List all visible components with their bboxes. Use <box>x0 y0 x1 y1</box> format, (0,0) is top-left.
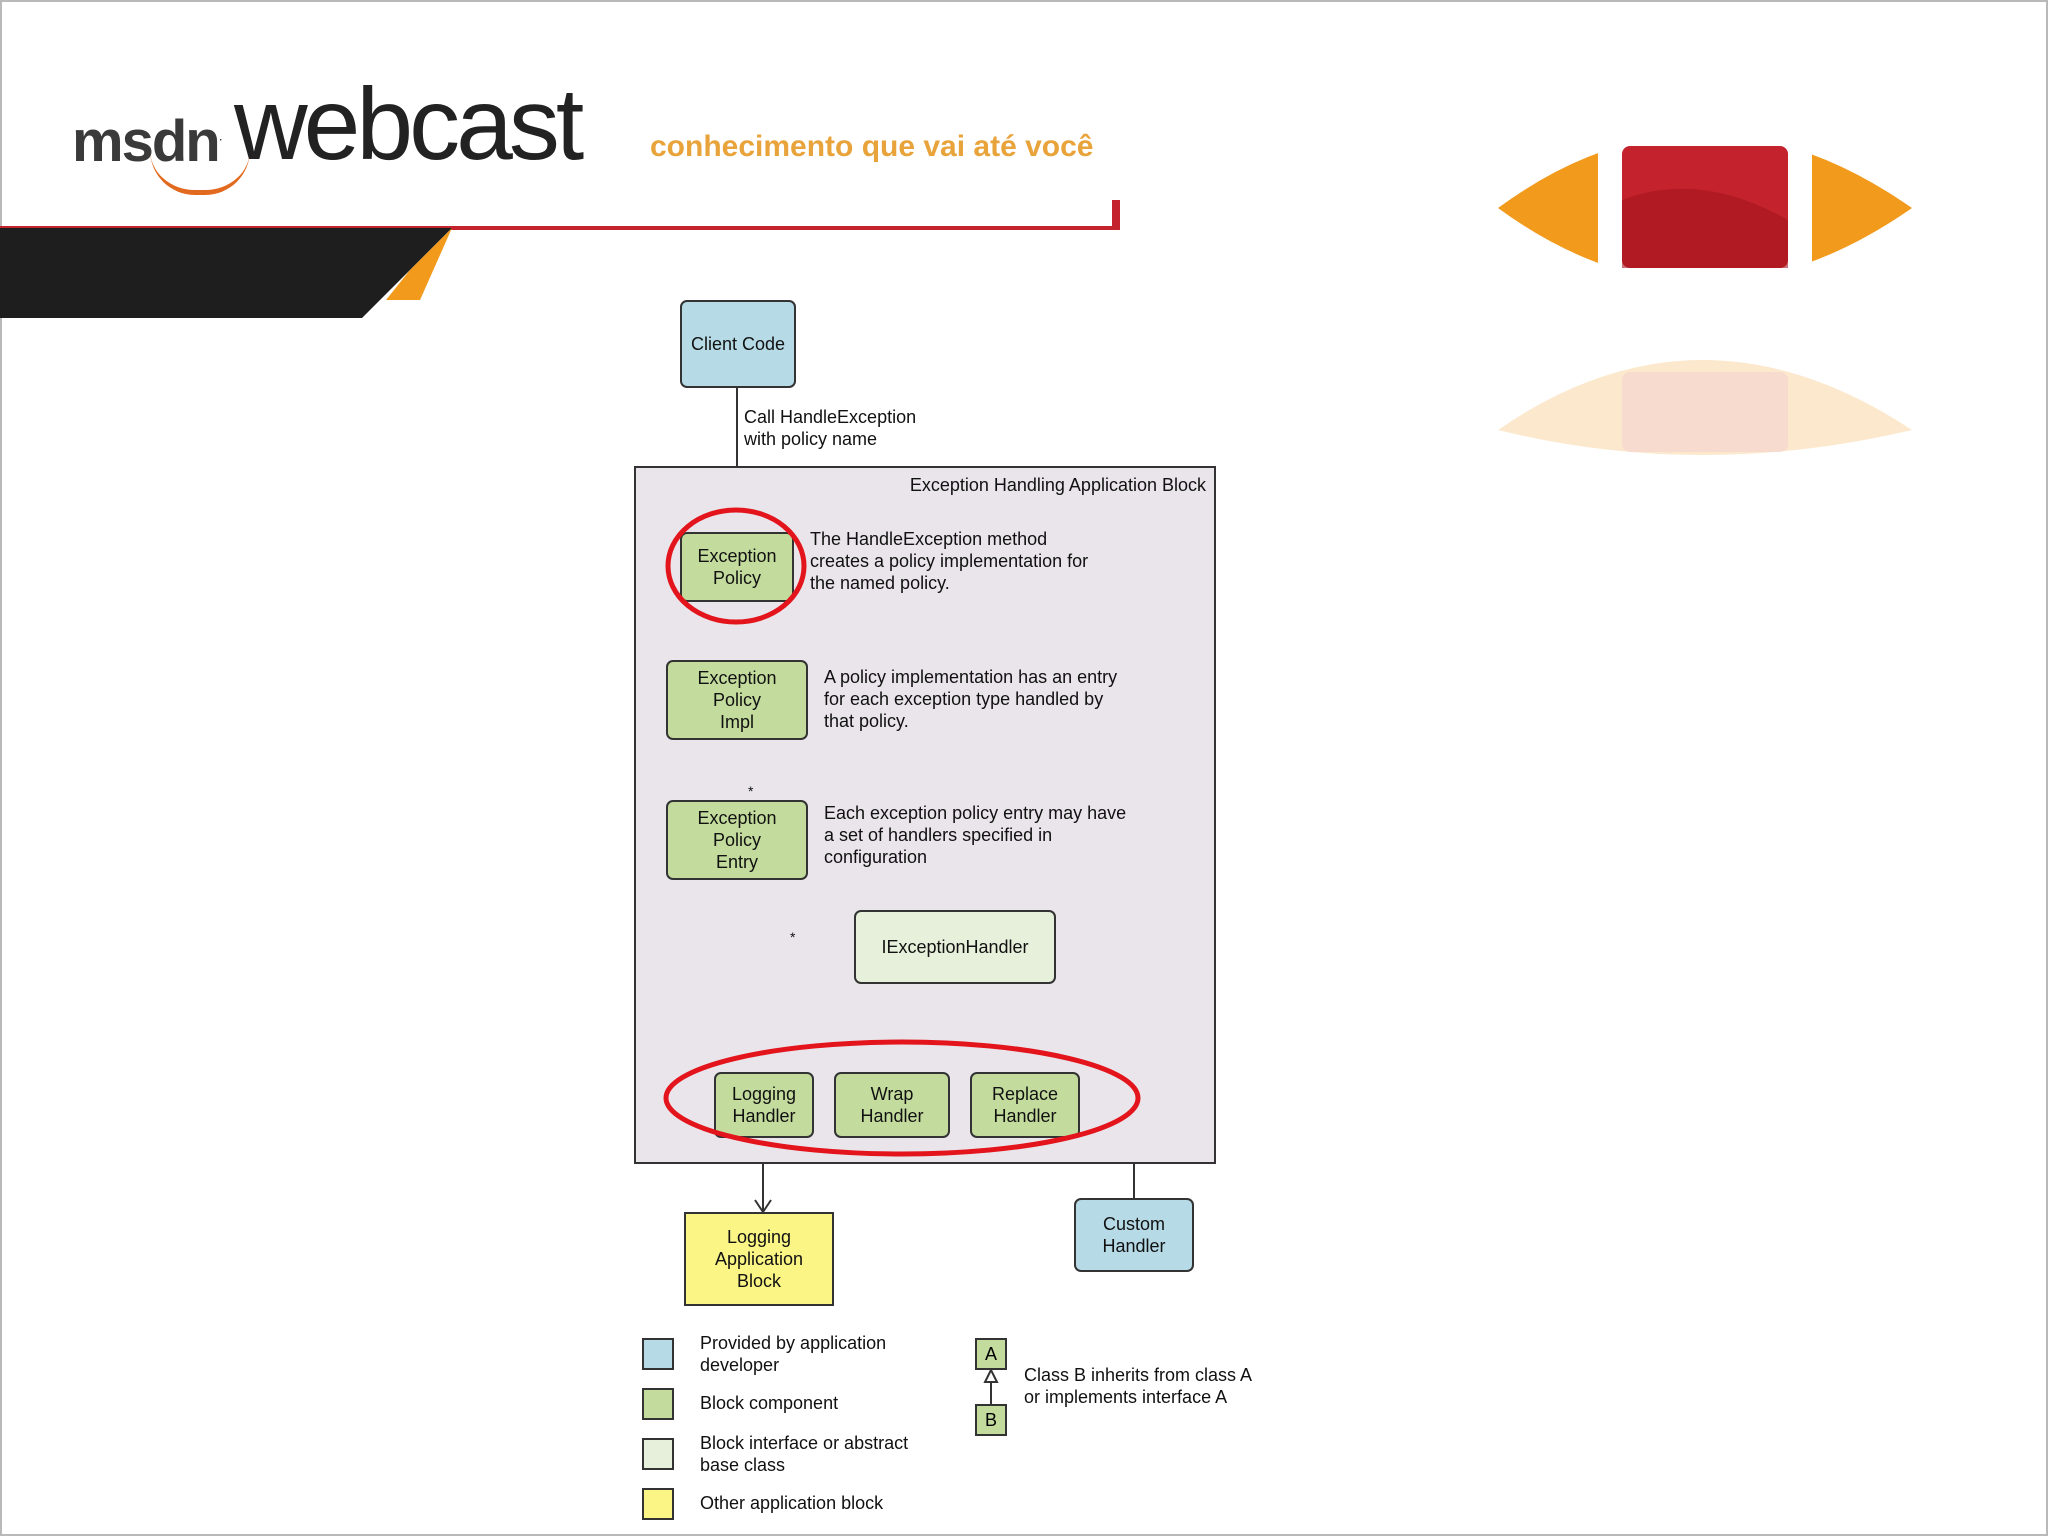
legend-swatch-block-component <box>642 1388 674 1420</box>
impl-label-3: Impl <box>719 712 754 732</box>
webcast-logo: webcast <box>234 67 584 181</box>
policy-note-line-3: the named policy. <box>810 573 950 593</box>
exception-policy-label-1: Exception <box>697 546 777 566</box>
custom-handler-label-1: Custom <box>1102 1214 1165 1234</box>
exception-policy-impl-box: Exception Policy Impl <box>666 660 808 740</box>
logging-application-block-box: Logging Application Block <box>684 1212 834 1306</box>
client-code-label: Client Code <box>690 334 786 354</box>
logging-block-label-1: Logging <box>726 1227 792 1247</box>
legend-inherits-line-1: Class B inherits from class A <box>1024 1365 1253 1385</box>
legend-other-block: Other application block <box>700 1493 884 1513</box>
legend-inherit-arrow-icon <box>983 1367 999 1383</box>
call-label-line-2: with policy name <box>744 429 878 449</box>
container-title: Exception Handling Application Block <box>909 475 1206 495</box>
logging-block-label-3: Block <box>736 1271 781 1291</box>
eye-logo-icon <box>1498 120 1912 294</box>
legend-class-a-label: A <box>984 1343 997 1364</box>
legend-class-a-box: A <box>975 1338 1007 1370</box>
replace-handler-box: Replace Handler <box>970 1072 1080 1138</box>
entry-note-line-2: a set of handlers specified in <box>824 825 1053 845</box>
logging-block-label-2: Application <box>714 1249 804 1269</box>
legend-provided-line-2: developer <box>700 1355 780 1375</box>
wrap-handler-label-1: Wrap <box>870 1084 914 1104</box>
replace-handler-label-1: Replace <box>991 1084 1059 1104</box>
highlight-ellipse-handlers <box>663 1039 1141 1157</box>
impl-label-1: Exception <box>697 668 777 688</box>
entry-note-line-3: configuration <box>824 847 928 867</box>
entry-multiplicity: * <box>790 929 796 945</box>
legend-interface-line-1: Block interface or abstract <box>700 1433 909 1453</box>
policy-note-line-1: The HandleException method <box>810 529 1048 549</box>
policy-note-line-2: creates a policy implementation for <box>810 551 1089 571</box>
impl-note-line-1: A policy implementation has an entry <box>824 667 1118 687</box>
impl-note-line-3: that policy. <box>824 711 909 731</box>
legend-swatch-developer <box>642 1338 674 1370</box>
eye-logo-reflection-icon <box>1498 360 1912 455</box>
logo-swoosh-icon <box>150 150 250 195</box>
impl-multiplicity: * <box>748 783 754 799</box>
header-black-band <box>0 228 452 318</box>
exception-policy-box: Exception Policy <box>680 532 794 602</box>
exception-policy-label-2: Policy <box>712 568 761 588</box>
impl-label-2: Policy <box>712 690 761 710</box>
entry-label-1: Exception <box>697 808 777 828</box>
logging-handler-label-2: Handler <box>732 1106 796 1126</box>
entry-label-3: Entry <box>715 852 758 872</box>
call-label-line-1: Call HandleException <box>744 407 917 427</box>
logging-handler-label-1: Logging <box>731 1084 797 1104</box>
iexception-handler-label: IExceptionHandler <box>881 937 1029 957</box>
custom-handler-label-2: Handler <box>1102 1236 1166 1256</box>
legend-block-component: Block component <box>700 1393 839 1413</box>
legend-class-b-label: B <box>984 1409 997 1430</box>
highlight-ellipse-policy <box>665 507 807 625</box>
exception-policy-entry-box: Exception Policy Entry <box>666 800 808 880</box>
legend-inherits-line-2: or implements interface A <box>1024 1387 1228 1407</box>
legend-interface-line-2: base class <box>700 1455 786 1475</box>
header-orange-accent <box>386 228 452 300</box>
impl-note-line-2: for each exception type handled by <box>824 689 1104 709</box>
logging-handler-box: Logging Handler <box>714 1072 814 1138</box>
wrap-handler-box: Wrap Handler <box>834 1072 950 1138</box>
replace-handler-label-2: Handler <box>993 1106 1057 1126</box>
tagline: conhecimento que vai até você <box>650 130 1094 163</box>
legend-swatch-other-block <box>642 1488 674 1520</box>
client-code-box: Client Code <box>680 300 796 388</box>
legend-class-b-box: B <box>975 1404 1007 1436</box>
entry-label-2: Policy <box>712 830 761 850</box>
legend-swatch-interface <box>642 1438 674 1470</box>
entry-note-line-1: Each exception policy entry may have <box>824 803 1127 823</box>
legend-provided-line-1: Provided by application <box>700 1333 887 1353</box>
custom-handler-box: Custom Handler <box>1074 1198 1194 1272</box>
wrap-handler-label-2: Handler <box>860 1106 924 1126</box>
iexception-handler-box: IExceptionHandler <box>854 910 1056 984</box>
